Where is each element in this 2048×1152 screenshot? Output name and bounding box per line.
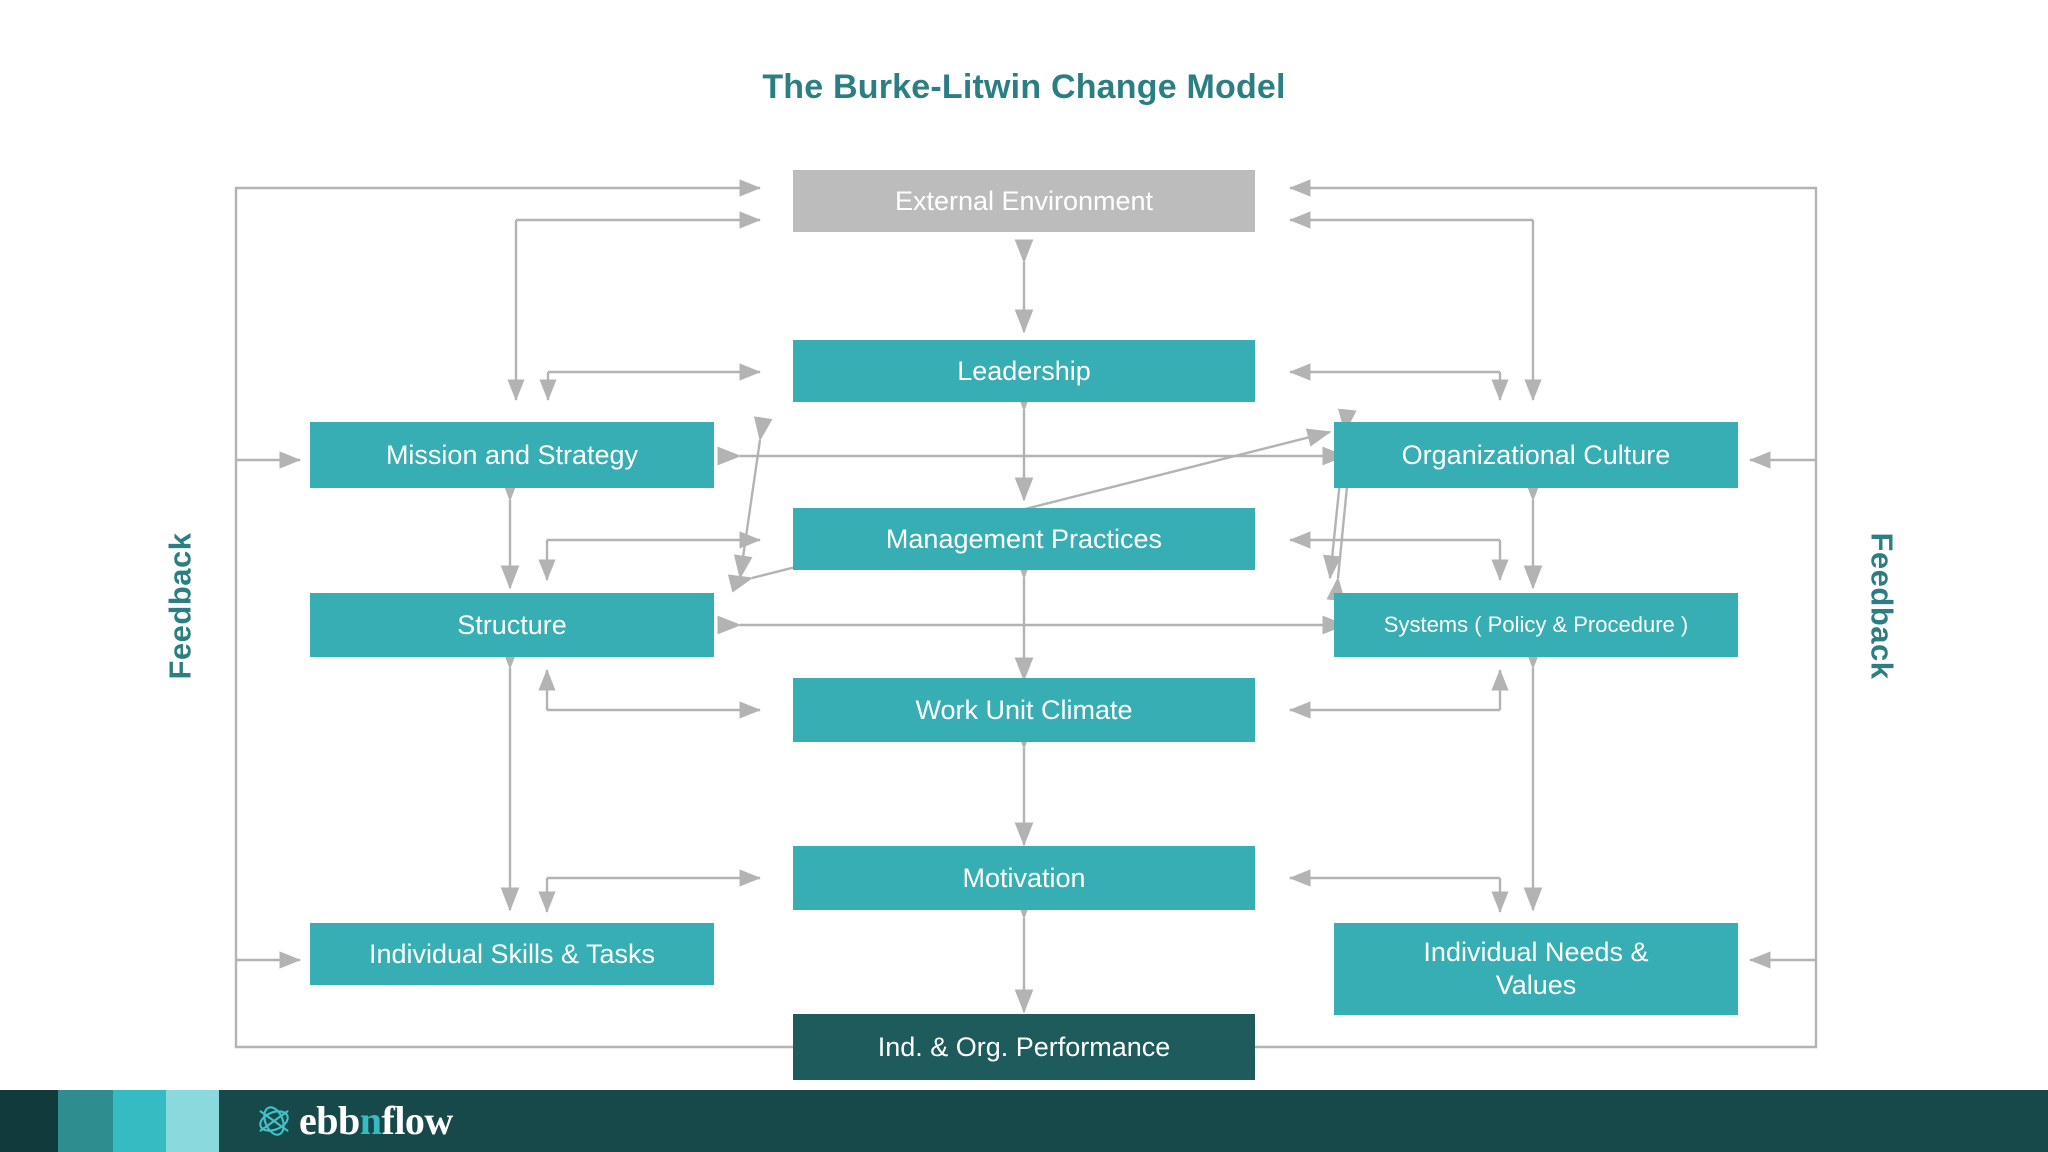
footer-swatch-4: [166, 1090, 219, 1152]
feedback-label-right: Feedback: [1864, 532, 1900, 680]
node-label-line-2: Values: [1495, 970, 1577, 1000]
node-label: Mission and Strategy: [385, 439, 639, 470]
node-label: Ind. & Org. Performance: [877, 1031, 1171, 1062]
footer-swatch-1: [0, 1090, 58, 1152]
node-organizational-culture[interactable]: Organizational Culture: [1334, 422, 1738, 488]
brand-wordmark-suffix: flow: [381, 1098, 454, 1143]
node-leadership[interactable]: Leadership: [793, 340, 1255, 402]
node-mission-and-strategy[interactable]: Mission and Strategy: [310, 422, 714, 488]
brand-wordmark-prefix: ebb: [299, 1098, 360, 1143]
node-systems[interactable]: Systems ( Policy & Procedure ): [1334, 593, 1738, 657]
node-external-environment[interactable]: External Environment: [793, 170, 1255, 232]
node-individual-skills-and-tasks[interactable]: Individual Skills & Tasks: [310, 923, 714, 985]
footer-bar: ebbnflow: [0, 1090, 2048, 1152]
page-title: The Burke-Litwin Change Model: [762, 68, 1286, 106]
node-label: External Environment: [894, 185, 1154, 216]
node-work-unit-climate[interactable]: Work Unit Climate: [793, 678, 1255, 742]
node-label: Organizational Culture: [1401, 439, 1671, 470]
node-label: Individual Skills & Tasks: [368, 938, 656, 969]
footer-swatch-2: [58, 1090, 113, 1152]
feedback-label-left: Feedback: [162, 532, 198, 680]
brand-logo[interactable]: ebbnflow: [251, 1098, 453, 1144]
node-ind-and-org-performance[interactable]: Ind. & Org. Performance: [793, 1014, 1255, 1080]
node-structure[interactable]: Structure: [310, 593, 714, 657]
node-label-line-1: Individual Needs &: [1423, 937, 1649, 968]
node-label: Motivation: [962, 862, 1086, 893]
node-management-practices[interactable]: Management Practices: [793, 508, 1255, 570]
node-label: Leadership: [957, 355, 1091, 386]
node-label: Systems ( Policy & Procedure ): [1383, 611, 1689, 637]
node-motivation[interactable]: Motivation: [793, 846, 1255, 910]
node-label: Work Unit Climate: [915, 694, 1133, 725]
node-label: Management Practices: [885, 523, 1163, 554]
node-individual-needs-and-values[interactable]: Individual Needs & Values: [1334, 923, 1738, 1015]
node-label: Structure: [457, 609, 567, 640]
brand-wordmark: ebbnflow: [299, 1101, 453, 1141]
ebbnflow-loop-icon: [259, 1106, 289, 1136]
brand-wordmark-accent: n: [359, 1098, 382, 1143]
footer-swatch-3: [113, 1090, 166, 1152]
